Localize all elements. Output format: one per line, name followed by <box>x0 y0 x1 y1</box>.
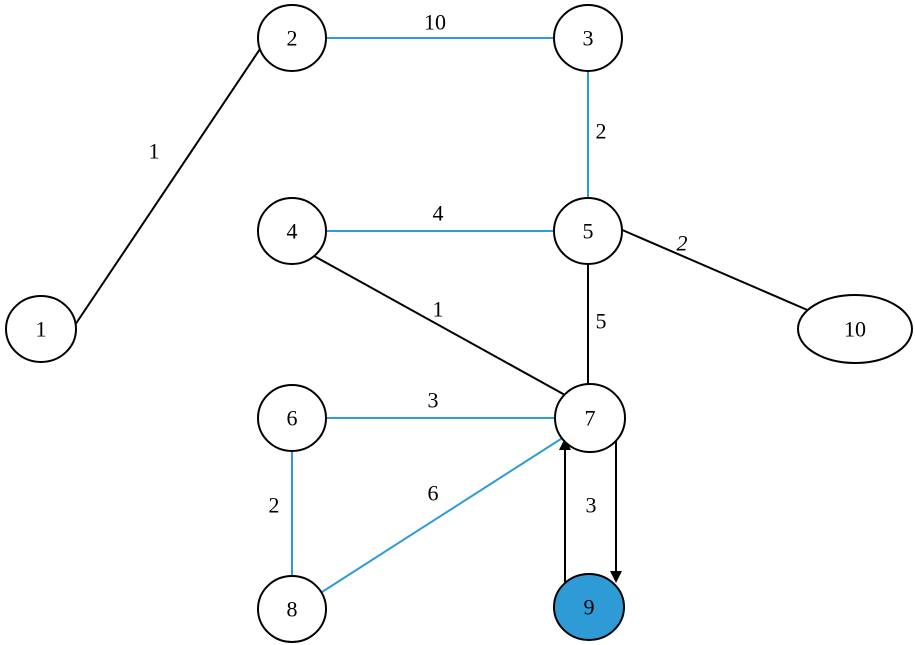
node-10-ellipse <box>797 294 913 364</box>
edge-labels-layer: 1 10 2 4 2 1 5 3 2 6 3 <box>149 10 688 518</box>
node-1-label: 1 <box>36 317 47 342</box>
edge-weight-8-7: 6 <box>428 481 439 506</box>
node-4-label: 4 <box>287 219 298 244</box>
node-9-circle <box>553 573 625 641</box>
node-5-label: 5 <box>583 219 594 244</box>
edge-weight-7-9: 3 <box>586 493 597 518</box>
node-7: 7 <box>554 383 626 453</box>
node-8-circle <box>257 575 327 643</box>
edge-8-7 <box>321 436 565 593</box>
node-6: 6 <box>257 384 327 452</box>
node-4-circle <box>257 197 327 265</box>
node-7-circle <box>554 383 626 453</box>
edge-weight-3-5: 2 <box>596 119 607 144</box>
edge-weight-4-7: 1 <box>433 297 444 322</box>
node-1: 1 <box>5 295 77 363</box>
node-2: 2 <box>257 4 327 72</box>
node-4: 4 <box>257 197 327 265</box>
edge-weight-6-7: 3 <box>428 388 439 413</box>
edge-5-10 <box>619 228 813 313</box>
node-9: 9 <box>553 573 625 641</box>
node-3-circle <box>553 4 623 72</box>
edge-weight-5-10: 2 <box>677 231 688 256</box>
node-2-circle <box>257 4 327 72</box>
edge-weight-1-2: 1 <box>149 139 160 164</box>
nodes-layer: 1 2 3 4 5 6 7 8 <box>5 4 913 643</box>
edge-weight-4-5: 4 <box>433 201 444 226</box>
node-5-circle <box>553 197 623 265</box>
edge-weight-6-8: 2 <box>269 493 280 518</box>
node-10-label: 10 <box>844 317 866 342</box>
node-6-circle <box>257 384 327 452</box>
node-1-circle <box>5 295 77 363</box>
edges-layer <box>74 37 813 593</box>
node-3: 3 <box>553 4 623 72</box>
node-9-label: 9 <box>584 595 595 620</box>
node-5: 5 <box>553 197 623 265</box>
node-10: 10 <box>797 294 913 364</box>
node-7-label: 7 <box>585 406 596 431</box>
node-8-label: 8 <box>287 597 298 622</box>
node-6-label: 6 <box>287 406 298 431</box>
node-3-label: 3 <box>583 26 594 51</box>
edge-1-2 <box>74 39 267 326</box>
node-8: 8 <box>257 575 327 643</box>
edge-weight-2-3: 10 <box>424 10 446 35</box>
edge-4-7 <box>313 255 566 396</box>
edge-weight-5-7: 5 <box>596 309 607 334</box>
node-2-label: 2 <box>287 26 298 51</box>
